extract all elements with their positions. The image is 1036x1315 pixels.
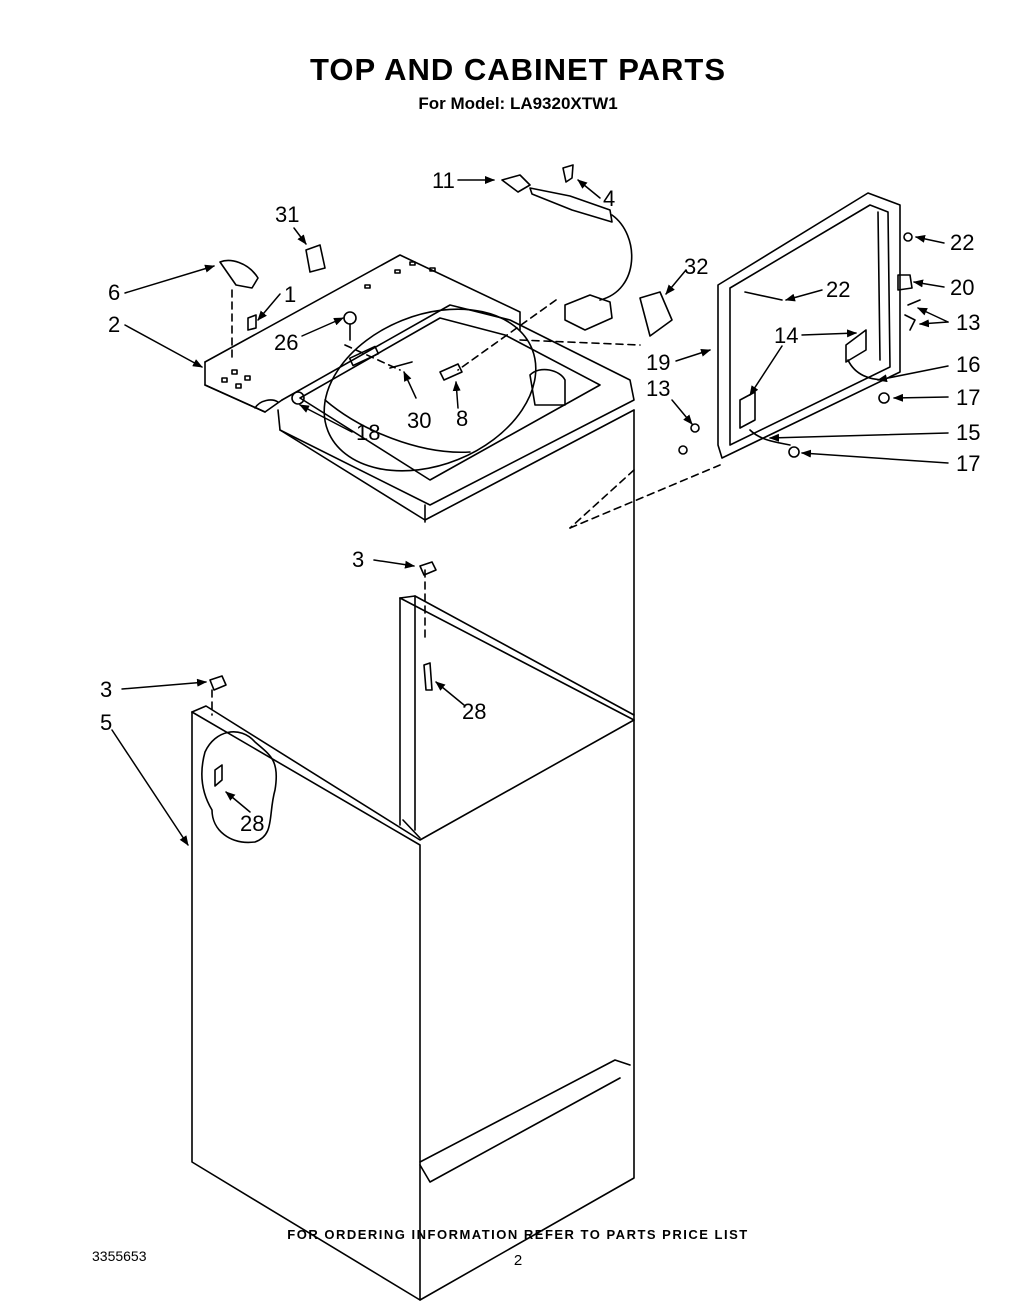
callout-6: 6 (108, 280, 120, 305)
page-number: 2 (513, 1252, 523, 1269)
callout-31: 31 (275, 202, 299, 227)
callout-18: 18 (356, 420, 380, 445)
callout-17-upper: 17 (956, 385, 980, 410)
callout-28-upper: 28 (462, 699, 486, 724)
washer-top-panel (204, 254, 635, 721)
callout-13-left: 13 (646, 376, 670, 401)
callout-22-upper: 22 (950, 230, 974, 255)
lid-switch-harness (219, 164, 673, 381)
callout-14: 14 (774, 323, 798, 348)
callout-26: 26 (274, 330, 298, 355)
callout-32: 32 (684, 254, 708, 279)
callout-2: 2 (108, 312, 120, 337)
document-number: 3355653 (92, 1248, 147, 1264)
callout-leaders (111, 176, 949, 846)
callout-15: 15 (956, 420, 980, 445)
callout-30: 30 (407, 408, 431, 433)
callout-11: 11 (432, 168, 455, 193)
callout-13-right: 13 (956, 310, 980, 335)
model-subtitle: For Model: LA9320XTW1 (418, 94, 618, 113)
callout-19: 19 (646, 350, 670, 375)
alignment-dashes (211, 289, 721, 716)
washer-cabinet (191, 561, 635, 1301)
callout-16: 16 (956, 352, 980, 377)
callout-4: 4 (603, 186, 615, 211)
callout-3-lower: 3 (100, 677, 112, 702)
washer-lid-frame (678, 192, 921, 459)
callout-1: 1 (284, 282, 296, 307)
callout-17-lower: 17 (956, 451, 980, 476)
ordering-info-note: FOR ORDERING INFORMATION REFER TO PARTS … (287, 1227, 749, 1242)
page-title: TOP AND CABINET PARTS (310, 52, 726, 87)
callout-8: 8 (456, 406, 468, 431)
callout-3-upper: 3 (352, 547, 364, 572)
callout-labels: 11 4 31 6 1 2 26 18 30 8 32 22 22 20 13 … (100, 168, 980, 836)
callout-28-lower: 28 (240, 811, 264, 836)
callout-22-lower: 22 (826, 277, 850, 302)
callout-5: 5 (100, 710, 112, 735)
callout-20: 20 (950, 275, 974, 300)
